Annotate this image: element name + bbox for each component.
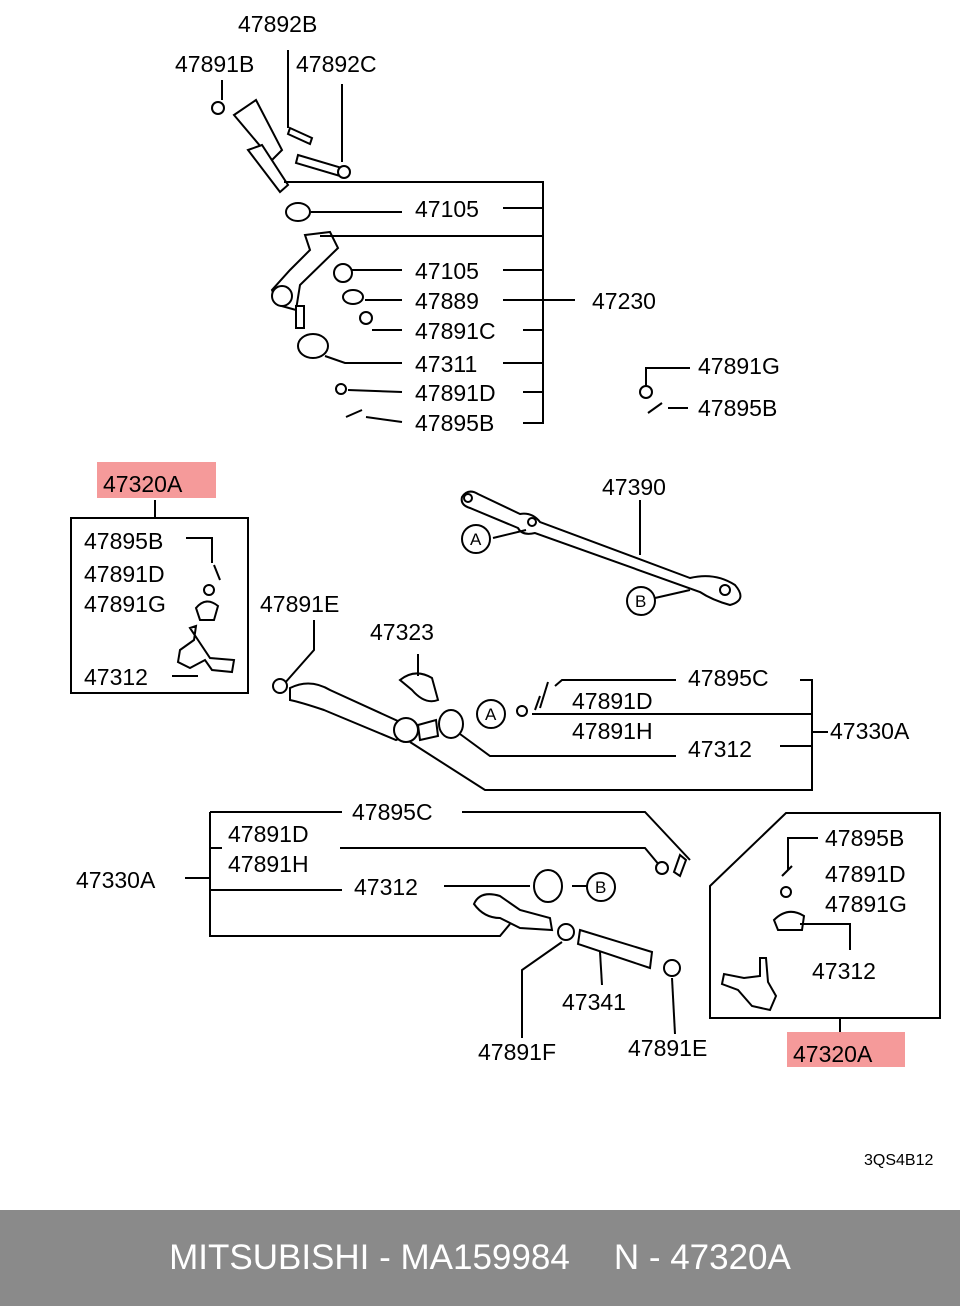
label-47891d-rb: 47891D xyxy=(825,861,906,887)
tie-rod-end-box-left xyxy=(70,517,249,694)
tie-rod-middle xyxy=(272,620,828,791)
label-47320a-top: 47320A xyxy=(103,471,183,497)
marker-b-lower-text: B xyxy=(595,878,606,897)
label-47891g-box: 47891G xyxy=(84,591,166,617)
label-47891d-lower: 47891D xyxy=(228,821,309,847)
tie-rod-end-right xyxy=(720,837,851,1012)
label-47891g-right: 47891G xyxy=(698,353,780,379)
top-leaders xyxy=(221,50,575,424)
label-47895b-top: 47895B xyxy=(415,410,494,436)
label-47312-rb: 47312 xyxy=(812,958,876,984)
diagram-reference-code: 3QS4B12 xyxy=(864,1152,933,1169)
label-47891b: 47891B xyxy=(175,51,254,77)
footer-brand-part-number: MITSUBISHI - MA159984 xyxy=(169,1238,570,1277)
right-small-parts xyxy=(639,367,690,414)
label-47891d-box: 47891D xyxy=(84,561,165,587)
marker-a-upper xyxy=(461,524,491,554)
marker-b-lower xyxy=(586,872,616,902)
label-47891d-top: 47891D xyxy=(415,380,496,406)
label-47312-lower: 47312 xyxy=(354,874,418,900)
label-47895c-mid: 47895C xyxy=(688,665,769,691)
label-47891f: 47891F xyxy=(478,1039,556,1065)
label-47891h-lower: 47891H xyxy=(228,851,309,877)
marker-b-upper xyxy=(626,586,656,616)
tie-rod-lower xyxy=(185,811,691,1038)
label-47230: 47230 xyxy=(592,288,656,314)
label-47390: 47390 xyxy=(602,474,666,500)
label-47891h-mid: 47891H xyxy=(572,718,653,744)
label-47105-lower: 47105 xyxy=(415,258,479,284)
label-47891e-mid: 47891E xyxy=(260,591,339,617)
label-47330a-left: 47330A xyxy=(76,867,156,893)
highlight-47320a-top xyxy=(97,462,216,498)
label-47891e-lower: 47891E xyxy=(628,1035,707,1061)
label-47891c: 47891C xyxy=(415,318,496,344)
tie-rod-end-left xyxy=(172,537,236,677)
label-47341: 47341 xyxy=(562,989,626,1015)
label-47892c: 47892C xyxy=(296,51,377,77)
label-47330a-right: 47330A xyxy=(830,718,910,744)
label-47895b-right: 47895B xyxy=(698,395,777,421)
label-47891g-rb: 47891G xyxy=(825,891,907,917)
label-47895c-lower: 47895C xyxy=(352,799,433,825)
footer-bar: MITSUBISHI - MA159984 N - 47320A xyxy=(0,1210,960,1306)
relay-rod xyxy=(460,490,742,607)
label-47891d-mid: 47891D xyxy=(572,688,653,714)
label-47895b-rb: 47895B xyxy=(825,825,904,851)
label-47320a-bottom: 47320A xyxy=(793,1041,873,1067)
tie-rod-end-box-right xyxy=(709,812,941,1019)
label-47889: 47889 xyxy=(415,288,479,314)
idler-arm-assembly xyxy=(211,98,373,418)
label-47105-upper: 47105 xyxy=(415,196,479,222)
label-47895b-box: 47895B xyxy=(84,528,163,554)
label-47311: 47311 xyxy=(415,351,477,377)
marker-a-upper-text: A xyxy=(470,530,482,549)
label-47323: 47323 xyxy=(370,619,434,645)
label-47312-mid: 47312 xyxy=(688,736,752,762)
label-47892b: 47892B xyxy=(238,11,317,37)
label-47312-box: 47312 xyxy=(84,664,148,690)
marker-a-lower-text: A xyxy=(485,705,497,724)
highlight-47320a-bottom xyxy=(787,1032,905,1067)
footer-diagram-reference: N - 47320A xyxy=(613,1238,791,1277)
marker-b-upper-text: B xyxy=(635,592,646,611)
marker-a-lower xyxy=(476,699,506,729)
parts-diagram: 47892B 47891B 47892C 47105 47105 47889 4… xyxy=(70,11,941,1169)
